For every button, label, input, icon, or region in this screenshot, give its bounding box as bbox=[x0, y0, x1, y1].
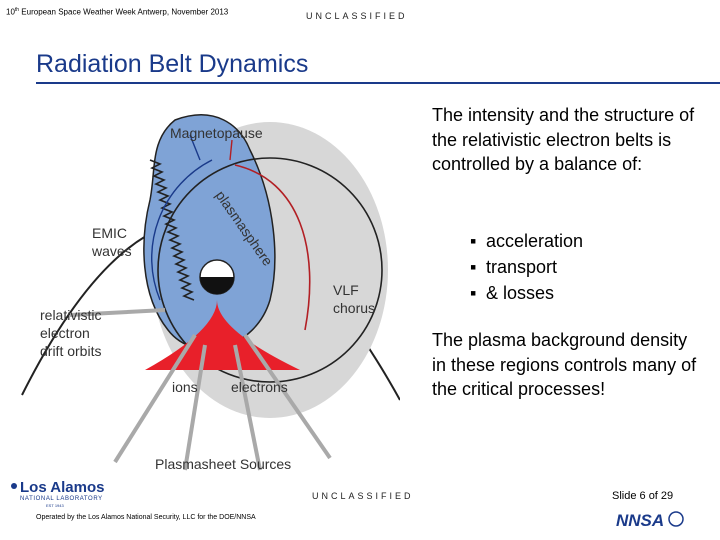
bullet-transport: transport bbox=[470, 254, 583, 280]
operated-by-text: Operated by the Los Alamos National Secu… bbox=[36, 514, 256, 521]
emic-wave-zigzag bbox=[149, 159, 195, 301]
source-arrow-1 bbox=[113, 333, 197, 464]
nnsa-logo: NNSA bbox=[616, 511, 684, 530]
slide-title: Radiation Belt Dynamics bbox=[36, 50, 309, 78]
label-drift-2: electron bbox=[40, 325, 90, 341]
slide-number: Slide 6 of 29 bbox=[612, 490, 674, 502]
lanl-est: EST 1943 bbox=[46, 503, 64, 508]
label-emic-2: waves bbox=[91, 243, 132, 259]
label-emic-1: EMIC bbox=[92, 225, 127, 241]
header-event-text: 10th European Space Weather Week Antwerp… bbox=[6, 7, 229, 17]
bullet-losses: & losses bbox=[470, 280, 583, 306]
earth-night-side bbox=[200, 277, 234, 294]
label-plasmasheet-sources: Plasmasheet Sources bbox=[155, 456, 291, 472]
intro-text: The intensity and the structure of the r… bbox=[432, 105, 695, 174]
source-arrow-4 bbox=[243, 333, 332, 460]
label-vlf-2: chorus bbox=[333, 300, 375, 316]
label-vlf-1: VLF bbox=[333, 282, 359, 298]
footer-classification: UNCLASSIFIED bbox=[312, 491, 414, 501]
source-arrow-3 bbox=[233, 344, 262, 471]
label-drift-3: drift orbits bbox=[40, 343, 101, 359]
drift-orbit-blue bbox=[151, 159, 213, 301]
lanl-sub: NATIONAL LABORATORY bbox=[20, 496, 103, 502]
nnsa-globe-icon bbox=[668, 511, 684, 527]
drift-orbit-red bbox=[234, 164, 311, 331]
plasma-density-text: The plasma background density in these r… bbox=[432, 330, 697, 399]
lanl-name: Los Alamos bbox=[20, 479, 104, 496]
label-magnetopause: Magnetopause bbox=[170, 125, 263, 141]
drift-orbit-outer bbox=[157, 157, 383, 383]
bullet-acceleration: acceleration bbox=[470, 228, 583, 254]
radiation-belt-diagram: Magnetopause plasmasphere EMIC waves VLF… bbox=[21, 114, 400, 472]
label-electrons: electrons bbox=[231, 379, 288, 395]
arrow-blue bbox=[189, 134, 201, 161]
arrow-red bbox=[229, 139, 233, 161]
nnsa-text: NNSA bbox=[616, 511, 664, 530]
lanl-dot bbox=[11, 483, 17, 489]
title-rule bbox=[36, 82, 720, 84]
header-classification: UNCLASSIFIED bbox=[306, 11, 408, 21]
source-arrow-2 bbox=[183, 344, 207, 471]
drift-label-arrow bbox=[69, 308, 166, 317]
label-ions: ions bbox=[172, 379, 198, 395]
los-alamos-logo: Los Alamos NATIONAL LABORATORY EST 1943 bbox=[11, 479, 104, 508]
label-drift-1: relativistic bbox=[40, 307, 101, 323]
bullet-list: acceleration transport & losses bbox=[470, 228, 583, 306]
